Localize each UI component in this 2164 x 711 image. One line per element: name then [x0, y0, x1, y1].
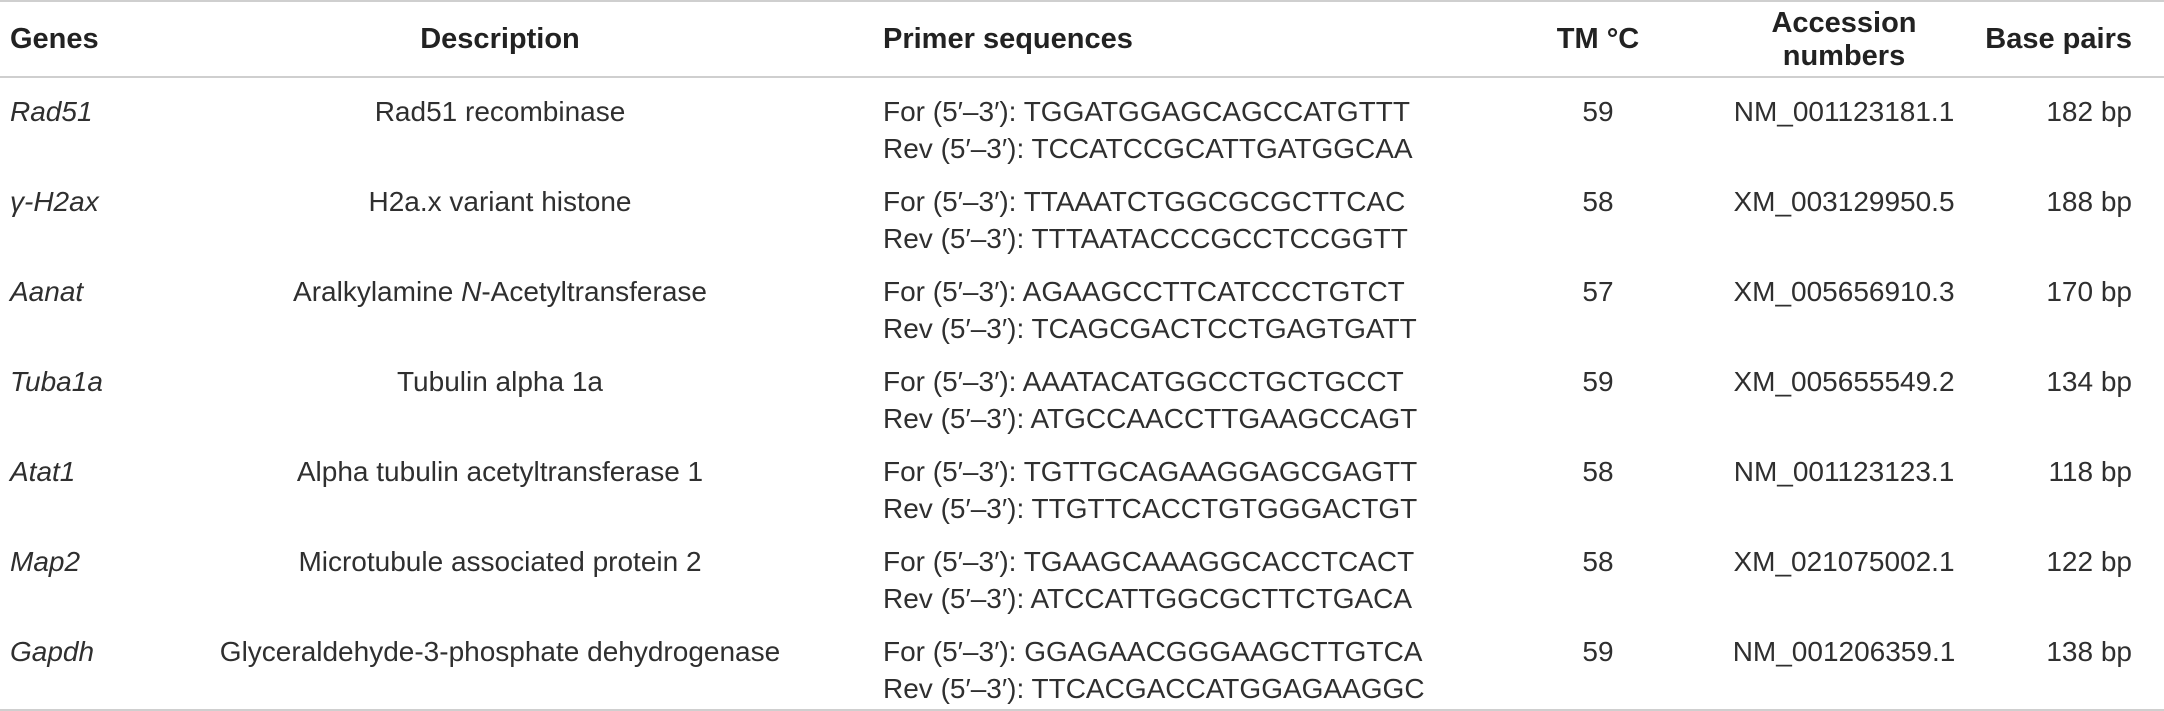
description-text: Glyceraldehyde-3-phosphate dehydrogenase — [219, 636, 781, 667]
description-italic-text: N — [461, 276, 482, 307]
table-header: Genes Description Primer sequences TM °C… — [0, 0, 2164, 78]
gene-cell: Map2 — [0, 528, 169, 618]
base-pairs-cell: 188 bp — [2046, 186, 2132, 217]
tm-cell: 58 — [1582, 186, 1614, 217]
primer-cell: For (5′–3′): TGGATGGAGCAGCCATGTTT Rev (5′… — [831, 77, 1479, 168]
base-pairs-cell: 118 bp — [2048, 456, 2132, 487]
gene-name: Gapdh — [10, 636, 95, 667]
header-accession-numbers: Accession numbers — [1717, 0, 1971, 78]
gene-cell: Tuba1a — [0, 348, 169, 438]
table-row: Rad51 Rad51 recombinase For (5′–3′): TGGAT… — [0, 77, 2164, 168]
primer-cell: For (5′–3′): TGAAGCAAAGGCACCTCACT Rev (5′… — [831, 528, 1479, 618]
accession-cell: XM_005656910.3 — [1733, 276, 1955, 307]
description-cell: H2a.x variant histone — [169, 168, 831, 258]
accession-cell: XM_003129950.5 — [1733, 186, 1955, 217]
reverse-primer: Rev (5′–3′): TTTAATACCCGCCTCCGGTT — [883, 223, 1408, 254]
base-pairs-cell: 170 bp — [2046, 276, 2132, 307]
description-cell: Alpha tubulin acetyltransferase 1 — [169, 438, 831, 528]
tm-cell: 58 — [1582, 456, 1614, 487]
base-pairs-cell: 134 bp — [2046, 366, 2132, 397]
description-cell: Microtubule associated protein 2 — [169, 528, 831, 618]
forward-primer: For (5′–3′): AGAAGCCTTCATCCCTGTCT — [883, 276, 1405, 307]
primer-cell: For (5′–3′): GGAGAACGGGAAGCTTGTCA Rev (5′… — [831, 618, 1479, 711]
gene-name: Tuba1a — [10, 366, 103, 397]
forward-primer: For (5′–3′): TGAAGCAAAGGCACCTCACT — [883, 546, 1415, 577]
tm-cell: 59 — [1479, 618, 1717, 711]
gene-cell: Rad51 — [0, 77, 169, 168]
gene-name: Rad51 — [10, 96, 93, 127]
base-pairs-cell: 138 bp — [1971, 618, 2164, 711]
table-row: Tuba1a Tubulin alpha 1a For (5′–3′): AAATA… — [0, 348, 2164, 438]
description-text: H2a.x variant histone — [368, 186, 632, 217]
primer-cell: For (5′–3′): AAATACATGGCCTGCTGCCT Rev (5′… — [831, 348, 1479, 438]
forward-primer: For (5′–3′): TGTTGCAGAAGGAGCGAGTT — [883, 456, 1418, 487]
gene-name: γ-H2ax — [10, 186, 99, 217]
accession-cell: XM_021075002.1 — [1733, 546, 1955, 577]
forward-primer: For (5′–3′): GGAGAACGGGAAGCTTGTCA — [883, 636, 1423, 667]
forward-primer: For (5′–3′): AAATACATGGCCTGCTGCCT — [883, 366, 1404, 397]
description-text: Microtubule associated protein 2 — [298, 546, 702, 577]
reverse-primer: Rev (5′–3′): TTGTTCACCTGTGGGACTGT — [883, 493, 1418, 524]
primer-cell: For (5′–3′): TGTTGCAGAAGGAGCGAGTT Rev (5′… — [831, 438, 1479, 528]
tm-cell: 59 — [1582, 366, 1614, 397]
reverse-primer: Rev (5′–3′): TCCATCCGCATTGATGGCAA — [883, 133, 1413, 164]
primer-cell: For (5′–3′): AGAAGCCTTCATCCCTGTCT Rev (5′… — [831, 258, 1479, 348]
header-tm: TM °C — [1479, 0, 1717, 78]
accession-cell: XM_005655549.2 — [1733, 366, 1955, 397]
description-text: Tubulin alpha 1a — [396, 366, 603, 397]
gene-name: Atat1 — [10, 456, 76, 487]
table-row: Atat1 Alpha tubulin acetyltransferase 1 Fo… — [0, 438, 2164, 528]
description-text: Alpha tubulin acetyltransferase 1 — [296, 456, 704, 487]
gene-name: Map2 — [10, 546, 81, 577]
header-row: Genes Description Primer sequences TM °C… — [0, 0, 2164, 78]
header-primer-sequences: Primer sequences — [831, 0, 1479, 78]
tm-cell: 59 — [1582, 96, 1614, 127]
reverse-primer: Rev (5′–3′): TCAGCGACTCCTGAGTGATT — [883, 313, 1417, 344]
base-pairs-cell: 122 bp — [2046, 546, 2132, 577]
header-genes: Genes — [0, 0, 169, 78]
table-row: Map2 Microtubule associated protein 2 For … — [0, 528, 2164, 618]
gene-cell: γ-H2ax — [0, 168, 169, 258]
reverse-primer: Rev (5′–3′): TTCACGACCATGGAGAAGGC — [883, 673, 1425, 704]
accession-cell: NM_001123181.1 — [1733, 96, 1955, 127]
tm-cell: 58 — [1582, 546, 1614, 577]
table-body: Rad51 Rad51 recombinase For (5′–3′): TGGAT… — [0, 77, 2164, 711]
reverse-primer: Rev (5′–3′): ATGCCAACCTTGAAGCCAGT — [883, 403, 1418, 434]
table-row: Gapdh Glyceraldehyde-3-phosphate dehydrog… — [0, 618, 2164, 711]
primer-cell: For (5′–3′): TTAAATCTGGCGCGCTTCAC Rev (5′… — [831, 168, 1479, 258]
gene-cell: Aanat — [0, 258, 169, 348]
description-cell: Aralkylamine N-Acetyltransferase — [169, 258, 831, 348]
accession-cell: NM_001123123.1 — [1733, 456, 1955, 487]
tm-cell: 57 — [1582, 276, 1614, 307]
description-text: Aralkylamine — [293, 276, 462, 307]
gene-cell: Atat1 — [0, 438, 169, 528]
forward-primer: For (5′–3′): TTAAATCTGGCGCGCTTCAC — [883, 186, 1406, 217]
header-description: Description — [169, 0, 831, 78]
forward-primer: For (5′–3′): TGGATGGAGCAGCCATGTTT — [883, 96, 1410, 127]
table-row: γ-H2ax H2a.x variant histone For (5′–3′): … — [0, 168, 2164, 258]
gene-name: Aanat — [10, 276, 84, 307]
description-cell: Tubulin alpha 1a — [169, 348, 831, 438]
description-cell: Rad51 recombinase — [169, 77, 831, 168]
description-text: Rad51 recombinase — [374, 96, 626, 127]
description-text-suffix: -Acetyltransferase — [481, 276, 707, 307]
gene-cell: Gapdh — [0, 618, 169, 711]
base-pairs-cell: 182 bp — [2046, 96, 2132, 127]
accession-cell: NM_001206359.1 — [1717, 618, 1971, 711]
reverse-primer: Rev (5′–3′): ATCCATTGGCGCTTCTGACA — [883, 583, 1413, 614]
header-base-pairs: Base pairs — [1971, 0, 2164, 78]
description-cell: Glyceraldehyde-3-phosphate dehydrogenase — [169, 618, 831, 711]
